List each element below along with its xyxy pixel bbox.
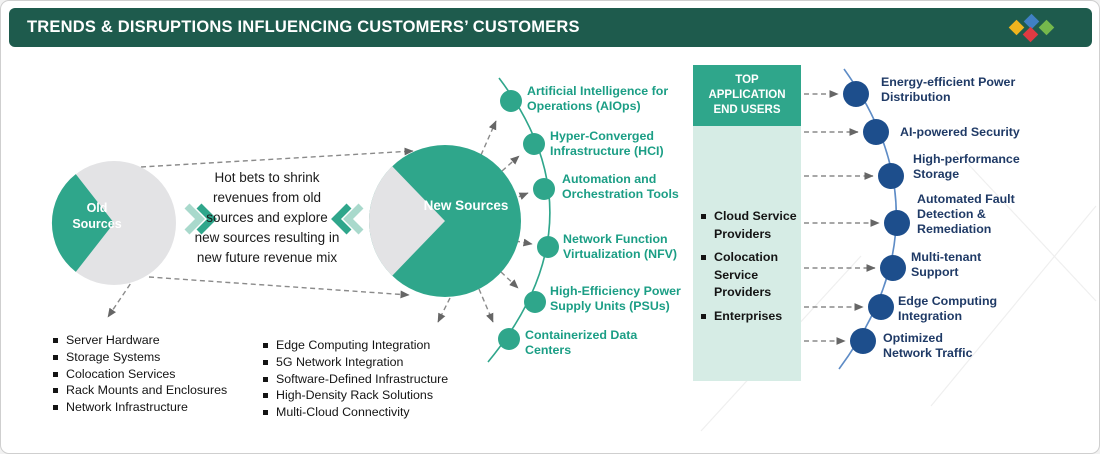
need-node-7 [850,328,876,354]
need-label-4: Automated Fault Detection & Remediation [917,192,1015,236]
new-sources-label: New Sources [423,198,509,213]
page-title: TRENDS & DISRUPTIONS INFLUENCING CUSTOME… [27,18,580,36]
new-sources-pie [368,145,521,297]
logo-diamond-blue-icon [1023,13,1040,29]
list-item: Multi-Cloud Connectivity [263,404,448,421]
connector-new-to-trend-5 [500,271,519,289]
list-item: High-Density Rack Solutions [263,387,448,404]
list-item: 5G Network Integration [263,354,448,371]
need-label-6: Edge Computing Integration [898,294,998,323]
need-node-5 [880,255,906,281]
need-label-3: High-performance Storage [913,152,1020,181]
trend-node-2 [523,133,545,155]
trend-node-3 [533,178,555,200]
need-label-7: Optimized Network Traffic [883,331,973,360]
list-item: Edge Computing Integration [263,337,448,354]
connector-old-to-offerings [107,276,136,318]
trend-node-1 [500,90,522,112]
connector-new-to-trend-1 [480,120,497,156]
trend-node-6 [498,328,520,350]
end-users-box: TOP APPLICATION END USERS Cloud Service … [693,65,801,381]
square-bullet-icon [53,354,58,360]
square-bullet-icon [53,371,58,377]
end-users-box-body: Cloud Service Providers Colocation Servi… [693,126,801,381]
connector-new-to-trend-3 [510,192,529,201]
list-item: Cloud Service Providers [701,208,797,243]
list-item: Server Hardware [53,332,227,349]
need-node-1 [843,81,869,107]
list-item: Network Infrastructure [53,399,227,416]
trend-node-5 [524,291,546,313]
need-node-6 [868,294,894,320]
square-bullet-icon [701,313,706,319]
connector-old-to-new-top [140,147,414,168]
trend-label-4: Network Function Virtualization (NFV) [563,232,678,261]
old-source-offerings-list: Server Hardware Storage Systems Colocati… [53,332,227,416]
need-node-4 [884,210,910,236]
trend-label-3: Automation and Orchestration Tools [562,172,679,201]
square-bullet-icon [53,338,58,343]
square-bullet-icon [53,405,58,411]
list-item: Colocation Service Providers [701,249,797,302]
list-item: Software-Defined Infrastructure [263,371,448,388]
end-users-list: Cloud Service Providers Colocation Servi… [693,126,801,325]
new-source-offerings-list: Edge Computing Integration 5G Network In… [263,337,448,421]
trend-node-4 [537,236,559,258]
need-node-3 [878,163,904,189]
square-bullet-icon [701,214,706,219]
connector-new-to-offerings [437,297,451,323]
need-node-2 [863,119,889,145]
flow-description: Hot bets to shrink revenues from old sou… [194,170,340,265]
connector-new-to-trend-2 [501,155,520,172]
connector-new-to-trend-6 [478,288,494,323]
square-bullet-icon [263,343,268,348]
trend-label-5: High-Efficiency Power Supply Units (PSUs… [550,284,681,313]
need-label-2: AI-powered Security [900,125,1020,139]
trend-label-1: Artificial Intelligence for Operations (… [527,84,669,113]
logo-diamond-green-icon [1038,19,1055,35]
logo-diamond-yellow-icon [1008,19,1025,35]
logo-diamond-red-icon [1022,26,1039,42]
needs-arc [838,68,898,370]
list-item: Storage Systems [53,349,227,366]
trends-arc [487,77,551,363]
square-bullet-icon [263,393,268,399]
trend-label-6: Containerized Data Centers [525,328,638,357]
list-item: Rack Mounts and Enclosures [53,382,227,399]
square-bullet-icon [263,410,268,416]
connector-old-to-new-bottom [148,276,410,299]
square-bullet-icon [701,255,706,260]
need-label-5: Multi-tenant Support [911,250,982,279]
square-bullet-icon [263,376,268,382]
need-label-1: Energy-efficient Power Distribution [881,75,1016,104]
connector-new-to-trend-4 [514,238,533,247]
title-bar: TRENDS & DISRUPTIONS INFLUENCING CUSTOME… [9,8,1092,47]
trend-label-2: Hyper-Converged Infrastructure (HCI) [550,129,664,158]
square-bullet-icon [53,388,58,394]
list-item: Colocation Services [53,366,227,383]
list-item: Enterprises [701,308,797,326]
brand-logo-icon [1008,10,1070,46]
end-users-box-title: TOP APPLICATION END USERS [693,65,801,126]
old-sources-label: Old Sources [72,201,122,231]
square-bullet-icon [263,359,268,365]
